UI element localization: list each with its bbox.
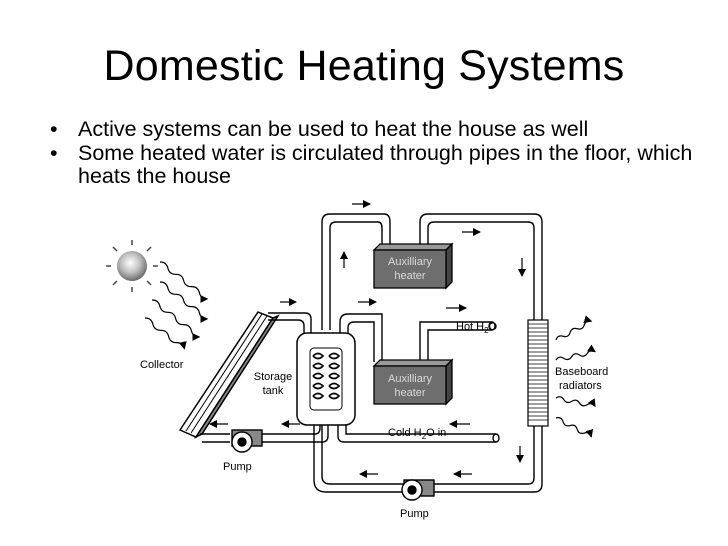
bullet-glyph: • [50, 141, 58, 165]
pipe-network [200, 213, 543, 493]
baseboard-label-1: Baseboard [555, 366, 608, 378]
storage-tank-label-1: Storage [254, 371, 293, 383]
pump-left-label: Pump [223, 461, 252, 473]
hot-water-label: Hot H2O [456, 321, 498, 335]
bullet-item: • Active systems can be used to heat the … [50, 118, 710, 141]
baseboard-radiator [527, 319, 549, 427]
heat-wave-icon [555, 315, 596, 438]
aux-heater-mid-label-1: Auxilliary [388, 373, 433, 385]
storage-tank [296, 332, 356, 426]
aux-heater-top-label-1: Auxilliary [388, 256, 433, 268]
heating-system-diagram: Auxilliary heater Auxilliary heater [106, 200, 608, 520]
collector-label: Collector [140, 359, 184, 371]
bullet-item: • Some heated water is circulated through… [50, 142, 710, 188]
sun-icon [106, 240, 158, 292]
bullet-list: • Active systems can be used to heat the … [50, 118, 710, 189]
aux-heater-mid-label-2: heater [394, 387, 426, 399]
bullet-glyph: • [50, 117, 58, 141]
heat-wave-icon [144, 261, 209, 350]
slide-title: Domestic Heating Systems [103, 42, 625, 90]
pump-icon [401, 479, 435, 501]
storage-tank-label-2: tank [263, 385, 284, 397]
auxiliary-heater-top: Auxilliary heater [372, 242, 454, 290]
aux-heater-top-label-2: heater [394, 270, 426, 282]
pump-icon [231, 429, 263, 453]
auxiliary-heater-middle: Auxilliary heater [372, 358, 454, 406]
cold-water-label: Cold H2O in [388, 427, 446, 441]
baseboard-label-2: radiators [559, 380, 602, 392]
bullet-text: Some heated water is circulated through … [78, 141, 693, 188]
arrow-icon [209, 200, 526, 478]
bullet-text: Active systems can be used to heat the h… [78, 117, 589, 141]
pump-bottom-label: Pump [400, 508, 429, 520]
collector-panel [178, 311, 280, 439]
